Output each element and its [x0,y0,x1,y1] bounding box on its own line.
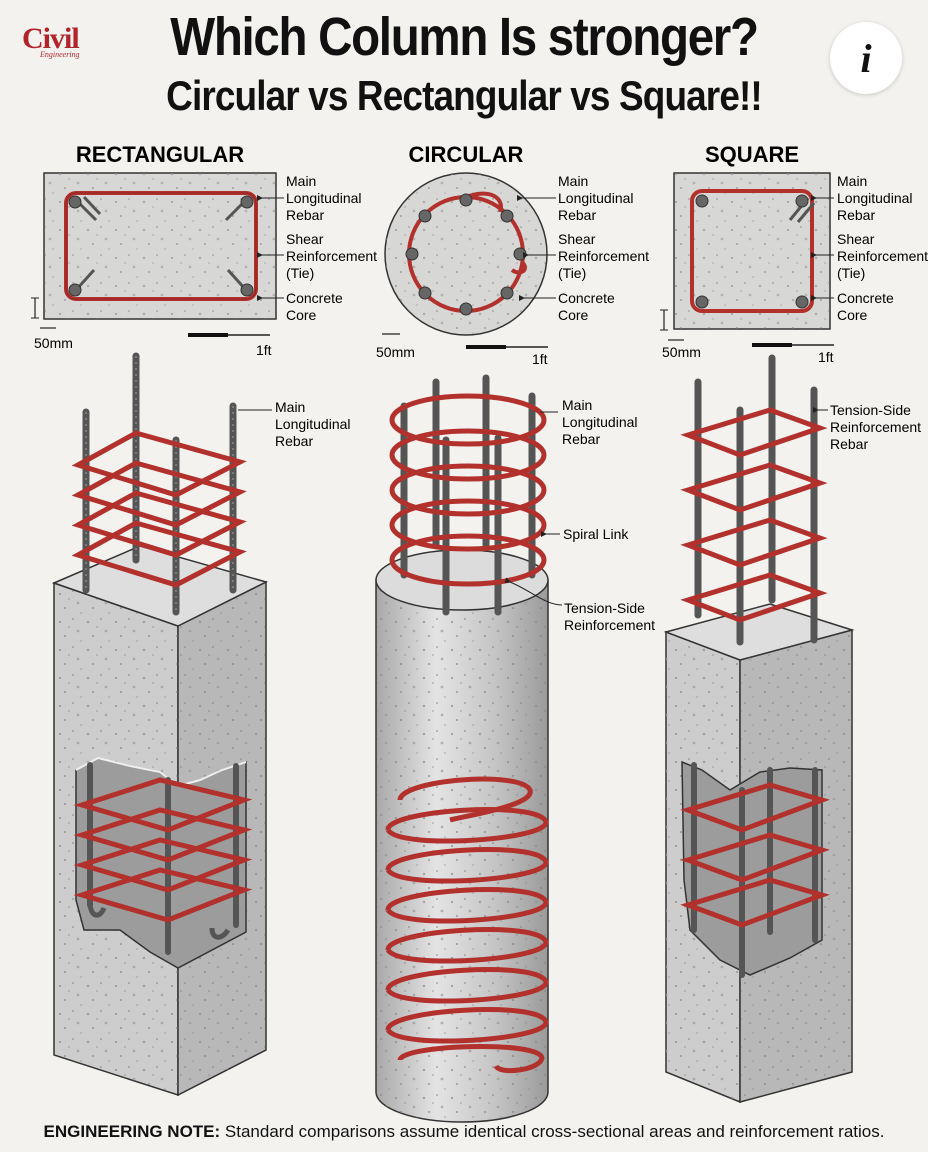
info-button[interactable]: i [830,22,902,94]
circ-label-core-1: Concrete [558,290,615,306]
sq-label-main-2: Longitudinal [837,190,913,206]
circ-label-main-2: Longitudinal [558,190,634,206]
circ-iso-label-main-2: Longitudinal [562,414,638,430]
info-icon: i [860,35,872,81]
circ-label-shear-1: Shear [558,231,596,247]
rect-label-main-1: Main [286,173,316,189]
circ-iso-label-tension-2: Reinforcement [564,617,655,633]
circ-label-shear-2: Reinforcement [558,248,649,264]
sq-label-main-3: Rebar [837,207,875,223]
civil-engineering-logo: Civil Engineering [22,22,112,72]
rect-label-main-2: Longitudinal [286,190,362,206]
circ-label-main-1: Main [558,173,588,189]
sq-label-core-1: Concrete [837,290,894,306]
rect-iso-label-1: Main [275,399,305,415]
circ-iso-label-main-3: Rebar [562,431,600,447]
engineering-note: ENGINEERING NOTE: Standard comparisons a… [0,1122,928,1142]
sq-scale-small: 50mm [662,344,701,360]
circ-iso-label-tension-1: Tension-Side [564,600,645,616]
sq-iso-label-2: Reinforcement [830,419,921,435]
circ-scale-small: 50mm [376,344,415,360]
rect-label-shear-2: Reinforcement [286,248,377,264]
rectangular-column-3d [51,352,272,1097]
heading-rectangular: RECTANGULAR [76,142,244,167]
square-column-3d [663,354,855,1104]
sq-label-core-2: Core [837,307,868,323]
engineering-note-label: ENGINEERING NOTE: [43,1122,221,1141]
logo-subtext: Engineering [40,50,80,59]
circ-label-main-3: Rebar [558,207,596,223]
circular-cross-section [382,172,556,349]
page-title: Which Column Is stronger? [170,7,759,67]
rect-iso-label-2: Longitudinal [275,416,351,432]
rect-label-core-2: Core [286,307,317,323]
rect-label-main-3: Rebar [286,207,324,223]
sq-scale-large: 1ft [818,349,834,365]
sq-label-main-1: Main [837,173,867,189]
circ-label-core-2: Core [558,307,589,323]
sq-iso-label-3: Rebar [830,436,868,452]
rect-label-shear-3: (Tie) [286,265,314,281]
circ-iso-label-main-1: Main [562,397,592,413]
sq-label-shear-1: Shear [837,231,875,247]
heading-circular: CIRCULAR [409,142,524,167]
rect-iso-label-3: Rebar [275,433,313,449]
rectangular-cross-section [31,172,284,337]
circ-label-shear-3: (Tie) [558,265,586,281]
circ-scale-large: 1ft [532,351,548,367]
sq-label-shear-3: (Tie) [837,265,865,281]
circular-column-3d [375,374,563,1123]
square-cross-section [660,172,834,347]
page-subtitle: Circular vs Rectangular vs Square!! [166,72,763,119]
rect-label-shear-1: Shear [286,231,324,247]
sq-label-shear-2: Reinforcement [837,248,928,264]
heading-square: SQUARE [705,142,799,167]
sq-iso-label-1: Tension-Side [830,402,911,418]
rect-label-core-1: Concrete [286,290,343,306]
rect-scale-large: 1ft [256,342,272,358]
circ-iso-label-spiral: Spiral Link [563,526,629,542]
engineering-note-text: Standard comparisons assume identical cr… [224,1122,885,1141]
rect-scale-small: 50mm [34,335,73,351]
logo-text: Civil [22,22,80,55]
